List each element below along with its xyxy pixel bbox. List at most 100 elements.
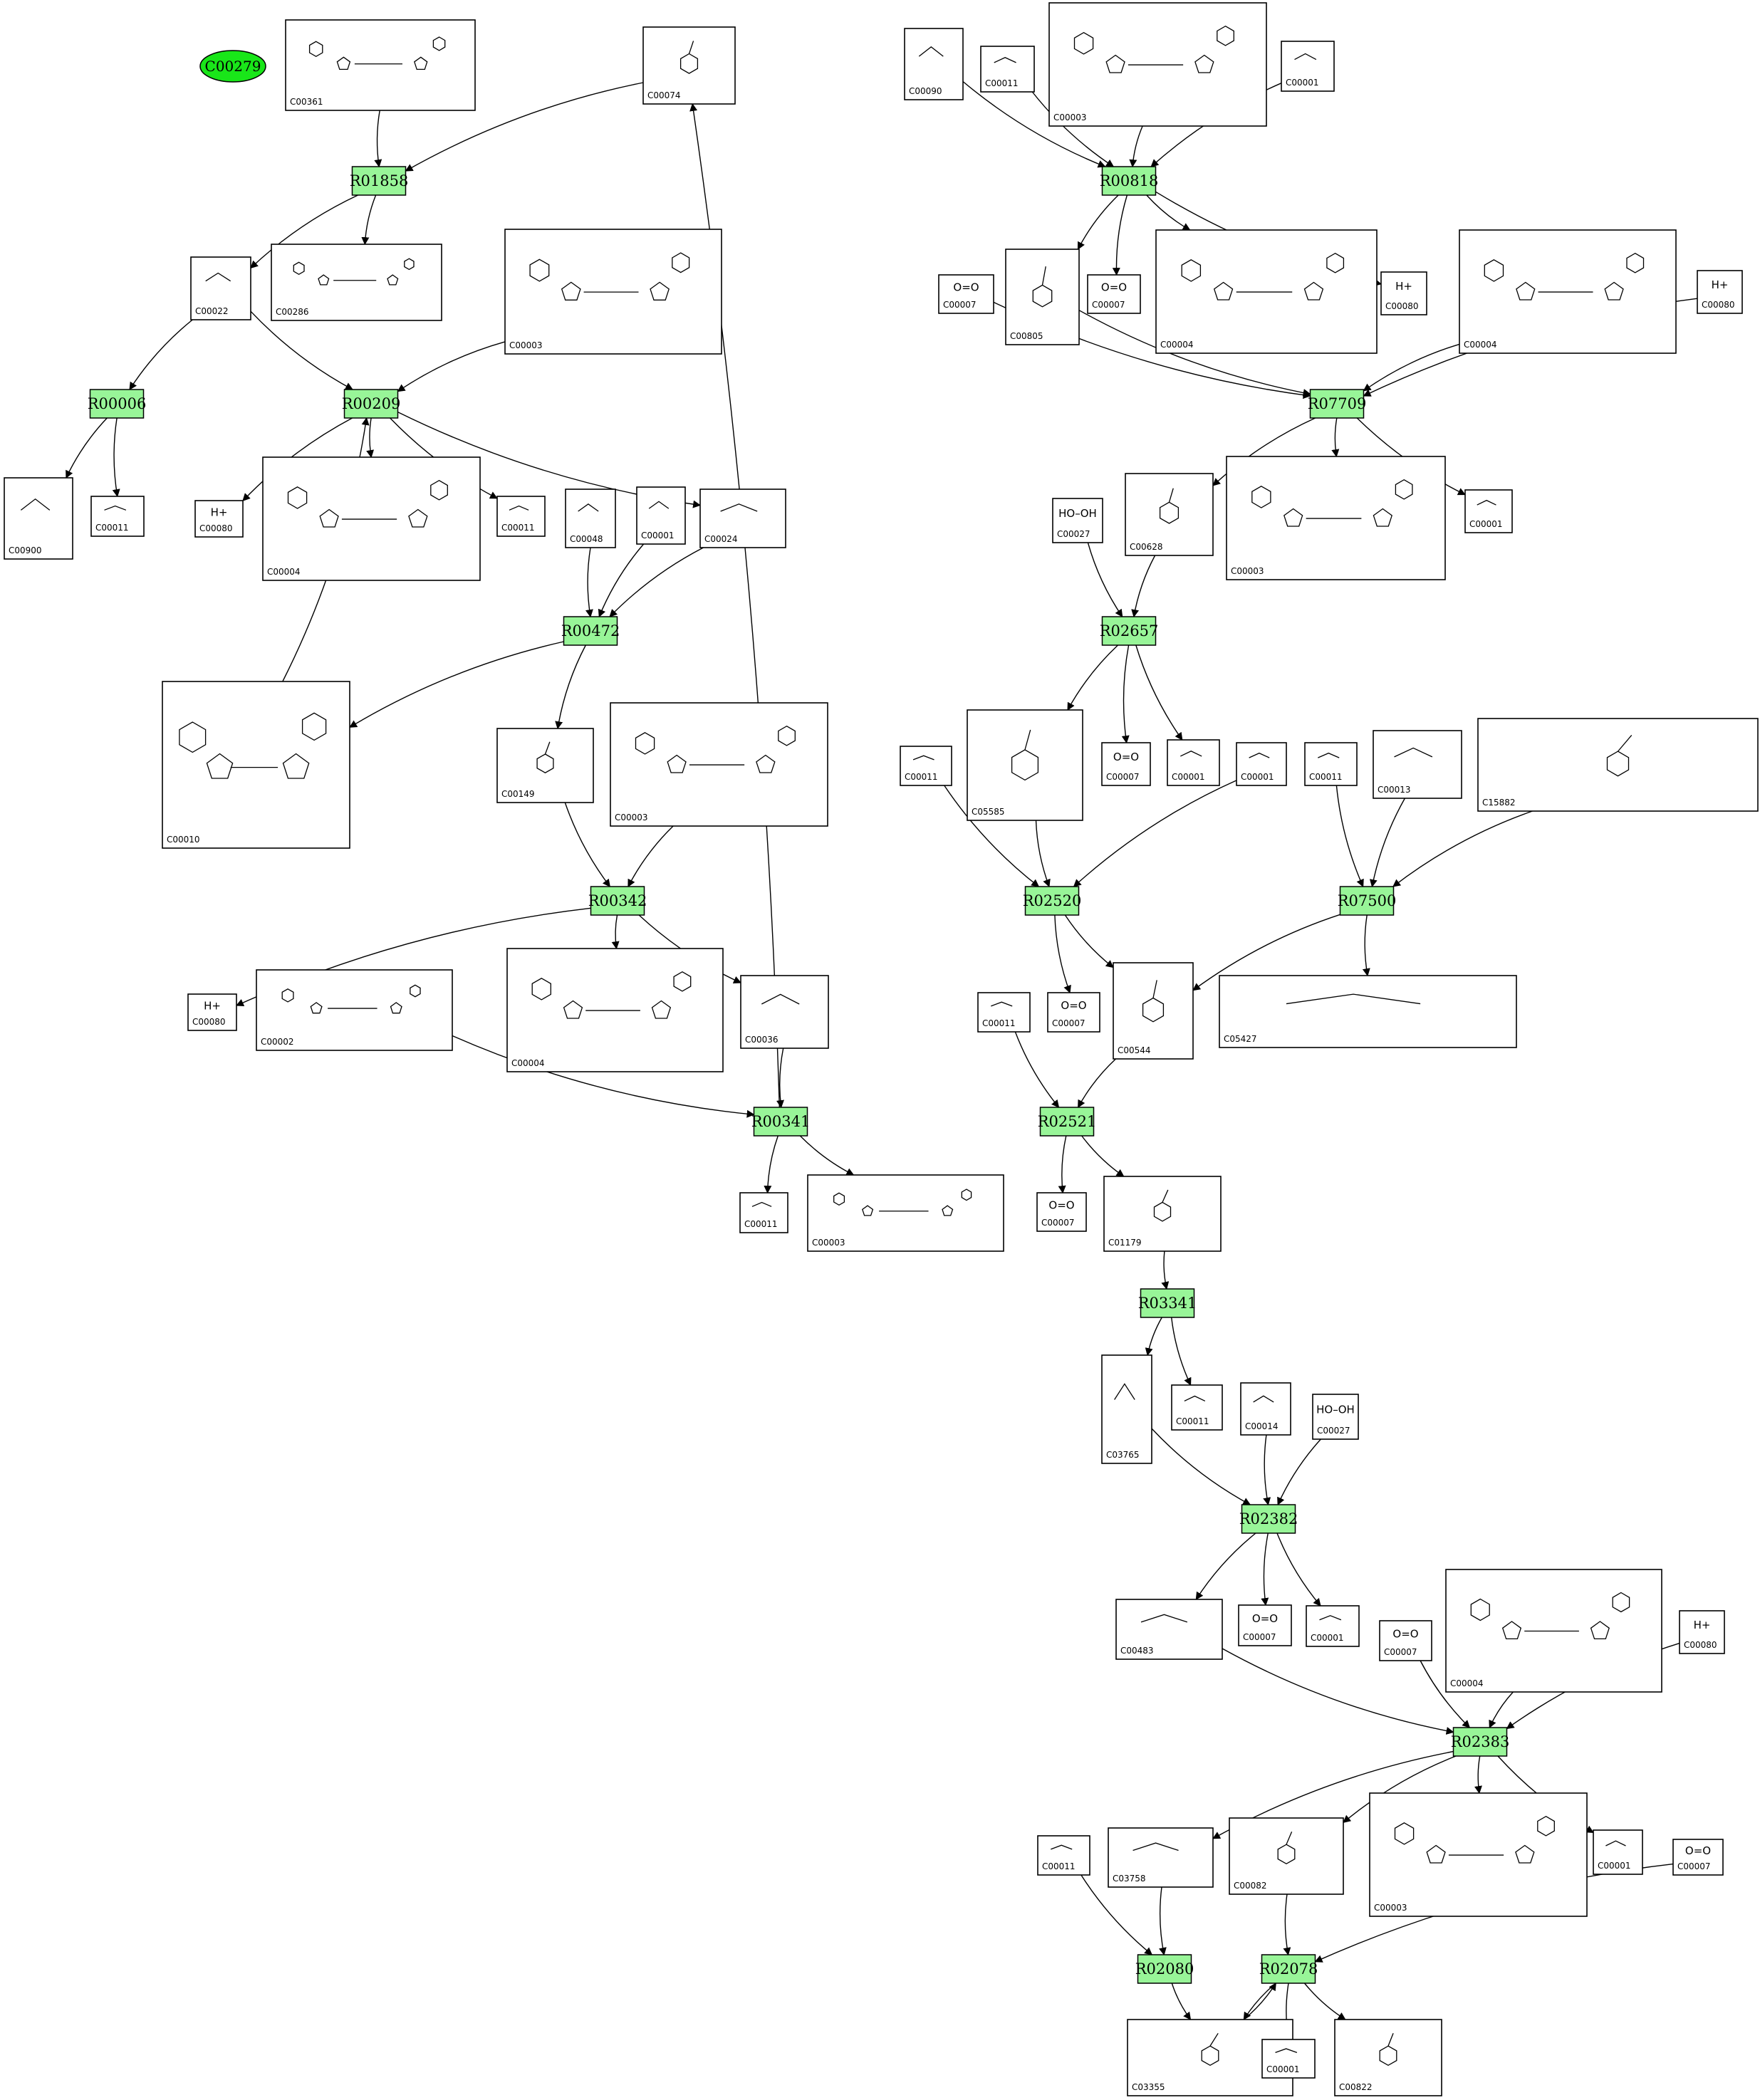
compound-id: C00149 xyxy=(501,789,535,799)
compound-id: C00805 xyxy=(1010,331,1043,341)
compound-node[interactable]: C00011 xyxy=(1171,1384,1223,1431)
compound-node[interactable]: C00805 xyxy=(1005,249,1080,345)
reaction-node[interactable]: R00818 xyxy=(1100,166,1159,196)
compound-node[interactable]: C00036 xyxy=(740,975,829,1049)
compound-node[interactable]: C00001 xyxy=(1306,1605,1360,1647)
compound-node[interactable]: C00004 xyxy=(506,948,724,1072)
compound-node[interactable]: C03758 xyxy=(1108,1827,1214,1888)
compound-node[interactable]: C00361 xyxy=(285,19,476,111)
compound-node[interactable]: H+C00080 xyxy=(187,993,237,1031)
compound-node[interactable]: C00074 xyxy=(642,26,736,105)
reaction-node[interactable]: R02080 xyxy=(1135,1954,1194,1984)
compound-node[interactable]: C00003 xyxy=(1048,2,1267,127)
compound-node[interactable]: C00001 xyxy=(1281,41,1335,92)
compound-formula: O=O xyxy=(953,281,979,294)
compound-node[interactable]: C00011 xyxy=(900,746,952,786)
compound-node[interactable]: H+C00080 xyxy=(194,500,244,538)
compound-node[interactable]: C00013 xyxy=(1373,730,1462,799)
compound-node[interactable]: C05585 xyxy=(967,709,1083,821)
reaction-node[interactable]: R02383 xyxy=(1451,1727,1510,1757)
edge-arrow xyxy=(1135,644,1183,741)
compound-node[interactable]: C01179 xyxy=(1103,1176,1222,1252)
reaction-node[interactable]: R03341 xyxy=(1138,1288,1197,1318)
compound-node[interactable]: C00010 xyxy=(162,681,350,849)
compound-node[interactable]: C00001 xyxy=(636,486,686,545)
compound-node[interactable]: C00003 xyxy=(504,229,722,355)
reaction-node[interactable]: R00006 xyxy=(88,389,147,419)
compound-node[interactable]: C00024 xyxy=(699,489,786,548)
compound-node[interactable]: C03765 xyxy=(1101,1354,1152,1464)
reaction-node[interactable]: R00341 xyxy=(751,1107,811,1137)
compound-node[interactable]: C00011 xyxy=(1304,742,1358,786)
reaction-node[interactable]: R02657 xyxy=(1100,616,1159,646)
compound-node[interactable]: H+C00080 xyxy=(1697,270,1743,314)
compound-node[interactable]: H+C00080 xyxy=(1380,271,1427,315)
compound-node[interactable]: C00149 xyxy=(496,728,594,803)
compound-node[interactable]: C00004 xyxy=(1445,1569,1662,1693)
reaction-node[interactable]: R07709 xyxy=(1308,389,1367,419)
compound-node[interactable]: C00001 xyxy=(1464,489,1513,533)
reaction-node[interactable]: R02382 xyxy=(1239,1504,1298,1534)
compound-node[interactable]: C00011 xyxy=(496,496,546,537)
reaction-node[interactable]: R01858 xyxy=(350,166,409,196)
compound-node[interactable]: C00001 xyxy=(1167,739,1220,786)
compound-node[interactable]: C00011 xyxy=(977,992,1031,1033)
compound-node[interactable]: C00001 xyxy=(1593,1829,1643,1875)
compound-node[interactable]: C00822 xyxy=(1334,2019,1442,2096)
compound-node[interactable]: C00014 xyxy=(1240,1382,1291,1436)
edge-arrow xyxy=(405,82,644,172)
compound-node[interactable]: C03355 xyxy=(1127,2019,1293,2096)
compound-node[interactable]: C00003 xyxy=(1226,456,1446,580)
compound-node[interactable]: C00090 xyxy=(904,28,964,100)
compound-node[interactable]: C00483 xyxy=(1115,1599,1223,1660)
compound-node[interactable]: C00011 xyxy=(739,1192,788,1233)
compound-node[interactable]: C00011 xyxy=(980,46,1035,93)
compound-node[interactable]: C00001 xyxy=(1236,742,1287,786)
compound-node[interactable]: C15882 xyxy=(1477,718,1759,812)
compound-node[interactable]: C00004 xyxy=(1155,229,1378,354)
compound-node[interactable]: C05427 xyxy=(1219,975,1517,1048)
compound-node[interactable]: C00628 xyxy=(1125,473,1214,556)
reaction-node[interactable]: R02521 xyxy=(1038,1107,1097,1137)
compound-node[interactable]: C00011 xyxy=(1037,1835,1090,1876)
compound-node[interactable]: H+C00080 xyxy=(1679,1610,1725,1654)
reaction-label: R02383 xyxy=(1451,1733,1510,1750)
compound-node[interactable]: C00003 xyxy=(610,702,828,827)
compound-id: C00007 xyxy=(1041,1218,1075,1228)
reaction-node[interactable]: R02078 xyxy=(1259,1954,1318,1984)
compound-node[interactable]: C00286 xyxy=(271,244,442,321)
reaction-node[interactable]: R00472 xyxy=(561,616,620,646)
compound-node[interactable]: C00900 xyxy=(4,477,73,560)
edge-arrow xyxy=(242,417,353,501)
compound-node[interactable]: C00022 xyxy=(190,256,251,320)
compound-id: C00007 xyxy=(1384,1647,1417,1657)
compound-node[interactable]: C00082 xyxy=(1229,1817,1344,1895)
compound-node[interactable]: C00004 xyxy=(1459,229,1677,354)
compound-node[interactable]: C00002 xyxy=(256,969,453,1051)
edge-arrow xyxy=(1243,1983,1276,2020)
compound-node[interactable]: C00011 xyxy=(90,496,145,537)
edge-arrow xyxy=(1081,1874,1153,1955)
compound-node[interactable]: C00048 xyxy=(565,489,616,548)
reaction-node[interactable]: R00209 xyxy=(342,389,401,419)
reaction-node[interactable]: R07500 xyxy=(1338,886,1397,916)
compound-id: C00900 xyxy=(9,545,42,555)
reaction-node[interactable]: R02520 xyxy=(1023,886,1082,916)
reaction-node[interactable]: R00342 xyxy=(588,886,647,916)
compound-node[interactable]: C00001 xyxy=(1261,2039,1316,2079)
compound-node[interactable]: C00003 xyxy=(1369,1792,1588,1917)
compound-node[interactable]: C00003 xyxy=(807,1174,1004,1252)
compound-node[interactable]: C00544 xyxy=(1113,962,1194,1060)
compound-node[interactable]: C00004 xyxy=(262,456,481,581)
start-node[interactable] xyxy=(199,50,266,83)
